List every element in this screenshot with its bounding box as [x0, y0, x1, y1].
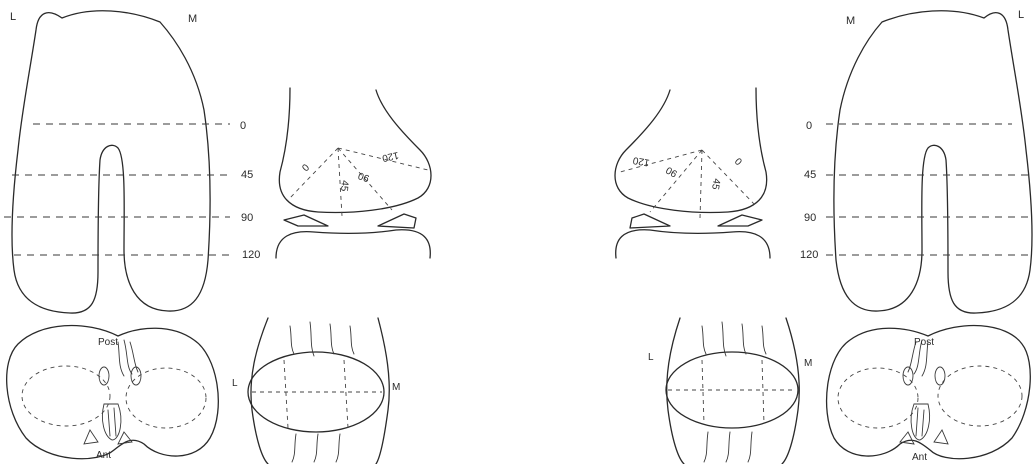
right-meniscus-label-medial: M	[804, 358, 812, 369]
left-plateau-ligaments	[84, 340, 141, 444]
right-sagittal-90: 90	[664, 164, 680, 179]
left-sagittal-femur	[279, 88, 431, 212]
left-flexion-90: 90	[241, 212, 253, 224]
left-plateau-label-ant: Ant	[96, 450, 111, 461]
right-sagittal-0: 0	[732, 156, 744, 168]
left-meniscus-label-lateral: L	[232, 378, 238, 389]
right-meniscus-figure	[666, 318, 799, 464]
left-sagittal-45: 45	[338, 180, 350, 192]
right-sagittal-45: 45	[709, 177, 722, 190]
right-figure: M L 0 45 90 120 120 90 45 0	[615, 9, 1034, 464]
left-femur-label-lateral: L	[10, 11, 16, 23]
left-sagittal-90: 90	[356, 169, 371, 183]
left-meniscus-label-medial: M	[392, 382, 400, 393]
left-figure: L M 0 45 90 120 0 45 90 120	[4, 11, 431, 464]
right-flexion-45: 45	[804, 169, 816, 181]
left-femur-outline	[12, 11, 210, 313]
right-flexion-120: 120	[800, 249, 818, 261]
left-flexion-45: 45	[241, 169, 253, 181]
right-femur-outline	[834, 11, 1032, 313]
right-sagittal-tibia	[616, 230, 770, 258]
left-flexion-120: 120	[242, 249, 260, 261]
left-sagittal-meniscus-posterior	[284, 215, 328, 226]
left-flexion-0: 0	[240, 120, 246, 132]
left-sagittal-0: 0	[300, 162, 312, 174]
right-femur-label-medial: M	[846, 15, 855, 27]
left-plateau-medial-dash	[126, 368, 206, 428]
right-plateau-label-ant: Ant	[912, 452, 927, 463]
left-plateau-lateral-dash	[22, 366, 110, 426]
right-sagittal-meniscus-anterior	[630, 214, 670, 228]
right-plateau-medial-dash	[838, 368, 918, 428]
right-sagittal-120: 120	[632, 154, 651, 168]
left-sagittal-meniscus-anterior	[378, 214, 416, 228]
right-flexion-90: 90	[804, 212, 816, 224]
left-sagittal-rays	[288, 148, 428, 216]
left-femur-label-medial: M	[188, 13, 197, 25]
right-sagittal-meniscus-posterior	[718, 215, 762, 226]
right-sagittal-femur	[615, 88, 767, 212]
right-plateau-lateral-dash	[938, 366, 1022, 426]
right-plateau-ligaments	[900, 340, 948, 444]
right-plateau-label-post: Post	[914, 337, 934, 348]
right-femur-label-lateral: L	[1018, 9, 1024, 21]
left-sagittal-120: 120	[381, 149, 400, 163]
left-plateau-label-post: Post	[98, 337, 118, 348]
left-sagittal-tibia	[276, 230, 430, 258]
right-meniscus-label-lateral: L	[648, 352, 654, 363]
right-flexion-0: 0	[806, 120, 812, 132]
left-meniscus-figure	[248, 318, 389, 464]
